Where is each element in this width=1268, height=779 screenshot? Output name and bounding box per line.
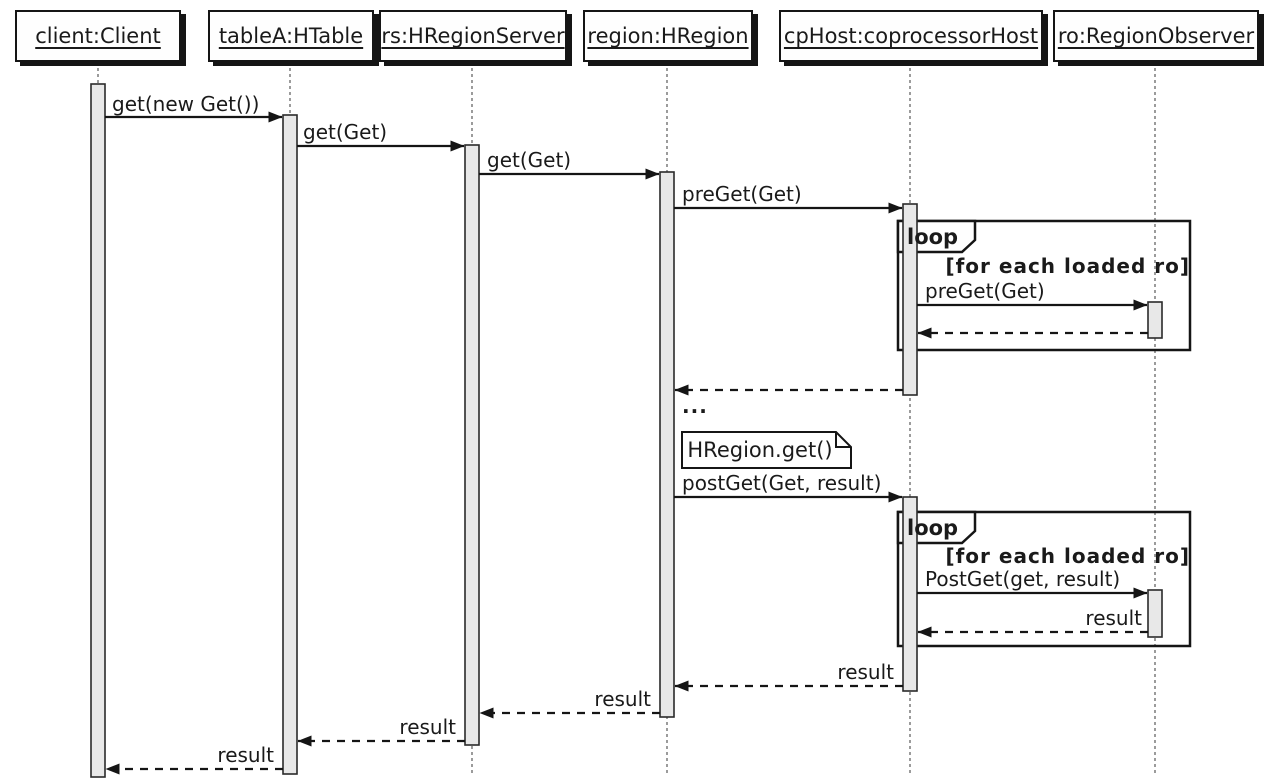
participant-client: client:Client (15, 10, 181, 62)
participant-rs: rs:HRegionServer (379, 10, 567, 62)
activation-rs (464, 144, 480, 746)
participant-cpHost: cpHost:coprocessorHost (779, 10, 1043, 62)
loop2-guard-label: [for each loaded ro] (945, 544, 1190, 568)
message-label-preGet: preGet(Get) (682, 182, 802, 206)
participant-region: region:HRegion (583, 10, 753, 62)
participant-region-label: region:HRegion (587, 24, 749, 48)
message-label-result-cpHost: result (837, 660, 894, 684)
message-label-result-region: result (594, 687, 651, 711)
participant-client-label: client:Client (35, 24, 161, 48)
participant-cpHost-label: cpHost:coprocessorHost (783, 24, 1039, 48)
activation-region (659, 171, 675, 718)
participant-tableA: tableA:HTable (208, 10, 374, 62)
message-label-postGet: postGet(Get, result) (682, 471, 882, 495)
message-label-result-rs: result (399, 715, 456, 739)
message-label-result-tableA: result (217, 743, 274, 767)
participant-ro: ro:RegionObserver (1053, 10, 1259, 62)
note-text: HRegion.get() (687, 438, 833, 462)
loop1-frame (896, 219, 1192, 352)
activation-ro-post (1147, 589, 1163, 638)
loop2-operator-label: loop (907, 516, 959, 540)
ellipsis-delay: ... (682, 394, 708, 418)
message-label-result-loop: result (1085, 606, 1142, 630)
message-label-get-new-get: get(new Get()) (112, 92, 260, 116)
activation-cpHost-pre (902, 203, 918, 396)
loop2-frame (896, 510, 1192, 648)
message-label-get-2: get(Get) (487, 148, 572, 172)
message-label-PostGet-loop: PostGet(get, result) (925, 567, 1121, 591)
loop1-guard-label: [for each loaded ro] (945, 254, 1190, 278)
participant-ro-label: ro:RegionObserver (1057, 24, 1255, 48)
activation-tableA (282, 114, 298, 775)
participant-rs-label: rs:HRegionServer (381, 24, 565, 48)
note-shape (681, 431, 852, 469)
activation-ro-pre (1147, 301, 1163, 339)
message-label-preGet-loop: preGet(Get) (925, 279, 1045, 303)
activation-client (90, 83, 106, 778)
message-label-get-1: get(Get) (303, 120, 388, 144)
participant-tableA-label: tableA:HTable (218, 24, 364, 48)
loop1-operator-label: loop (907, 225, 959, 249)
